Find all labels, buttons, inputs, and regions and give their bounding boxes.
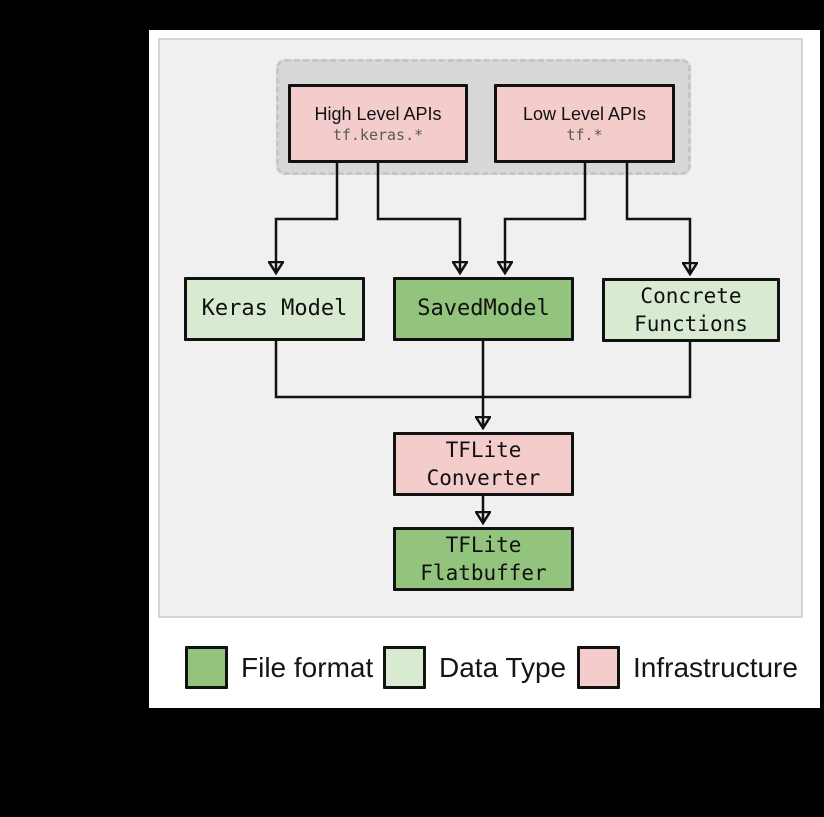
tflite-flatbuffer-label-line1: TFLite bbox=[445, 532, 522, 557]
high-level-apis-title: High Level APIs bbox=[314, 103, 442, 124]
high-level-apis-subtitle: tf.keras.* bbox=[332, 125, 424, 144]
node-tflite-flatbuffer: TFLite Flatbuffer bbox=[393, 527, 574, 591]
node-concrete-functions: Concrete Functions bbox=[602, 278, 780, 342]
tflite-converter-label-line2: Converter bbox=[426, 466, 541, 490]
node-tflite-converter: TFLite Converter bbox=[393, 432, 574, 496]
saved-model-label: SavedModel bbox=[417, 296, 550, 322]
concrete-functions-label-line1: Concrete bbox=[640, 283, 742, 308]
node-low-level-apis: Low Level APIs tf.* bbox=[494, 84, 675, 163]
legend-swatch-file-format bbox=[185, 646, 228, 689]
legend-item-file-format: File format bbox=[185, 645, 373, 690]
node-saved-model: SavedModel bbox=[393, 277, 574, 341]
legend-item-infrastructure: Infrastructure bbox=[577, 645, 798, 690]
tflite-converter-label-line1: TFLite bbox=[445, 437, 522, 462]
node-keras-model: Keras Model bbox=[184, 277, 365, 341]
legend-label-infrastructure: Infrastructure bbox=[633, 651, 798, 683]
low-level-apis-subtitle: tf.* bbox=[566, 125, 603, 144]
legend-swatch-infrastructure bbox=[577, 646, 620, 689]
legend-label-data-type: Data Type bbox=[439, 651, 567, 683]
node-high-level-apis: High Level APIs tf.keras.* bbox=[288, 84, 468, 163]
concrete-functions-label-line2: Functions bbox=[634, 312, 748, 336]
tflite-flatbuffer-label-line2: Flatbuffer bbox=[420, 561, 547, 585]
legend-item-data-type: Data Type bbox=[383, 645, 566, 690]
figure-canvas: High Level APIs tf.keras.* Low Level API… bbox=[149, 30, 820, 708]
legend-label-file-format: File format bbox=[241, 651, 374, 683]
legend-swatch-data-type bbox=[383, 646, 426, 689]
keras-model-label: Keras Model bbox=[201, 296, 348, 322]
low-level-apis-title: Low Level APIs bbox=[522, 103, 647, 124]
